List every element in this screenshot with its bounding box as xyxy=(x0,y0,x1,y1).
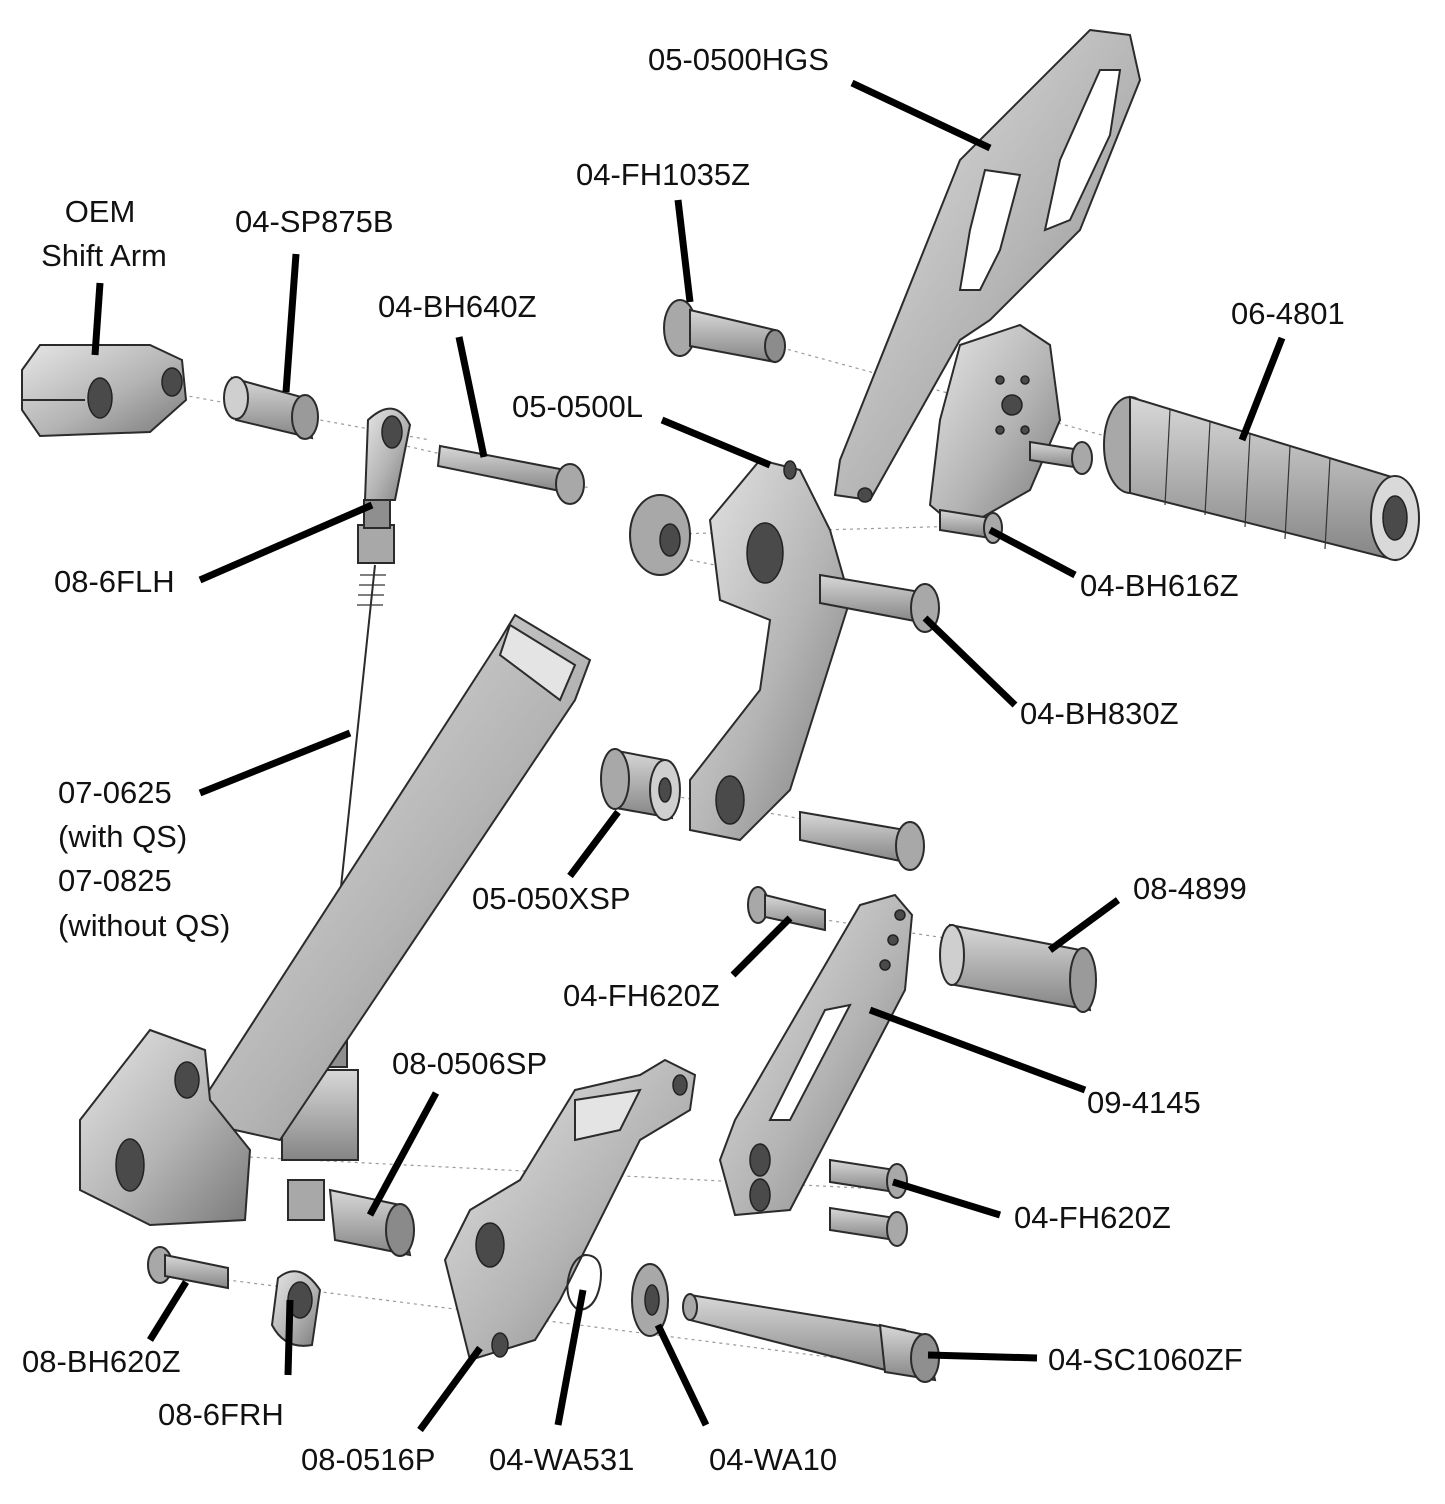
label-fh620z-top: 04-FH620Z xyxy=(563,978,720,1013)
bolt-lower-pedal-part xyxy=(799,810,925,871)
bolt-sc1060zf-part xyxy=(682,1293,940,1383)
oem-shift-arm-part xyxy=(21,344,188,438)
label-sp875b: 04-SP875B xyxy=(235,204,394,239)
footpeg-part xyxy=(1029,395,1420,562)
label-rod-line3: 07-0825 xyxy=(58,863,172,898)
leader-bh620z xyxy=(147,1280,189,1342)
label-4899: 08-4899 xyxy=(1133,871,1247,906)
leader-sc1060zf xyxy=(927,1351,1038,1362)
spacer-0506sp-part xyxy=(328,1188,415,1257)
label-4801: 06-4801 xyxy=(1231,296,1345,331)
label-fh620z-bottom: 04-FH620Z xyxy=(1014,1200,1171,1235)
label-rod-line4: (without QS) xyxy=(58,908,230,943)
label-oem-line1: OEM xyxy=(65,194,136,229)
bolt-fh1035z-part xyxy=(663,299,786,364)
pedal-0500l-part xyxy=(689,458,852,842)
leader-0516p xyxy=(417,1345,483,1433)
leader-oem xyxy=(91,282,104,356)
spacer-pivot-part xyxy=(629,494,691,576)
leader-0500l xyxy=(660,416,772,469)
part-labels: OEM Shift Arm 04-SP875B 04-BH640Z 04-FH1… xyxy=(22,42,1345,1477)
leader-fh620z-bottom xyxy=(891,1178,1002,1219)
leader-4899 xyxy=(1047,897,1121,953)
leader-sp875b xyxy=(282,253,300,393)
heel-guard-part xyxy=(833,28,1142,532)
bolts-fh620z-bottom-part xyxy=(829,1158,908,1247)
label-bh640z: 04-BH640Z xyxy=(378,289,537,324)
label-hgs: 05-0500HGS xyxy=(648,42,829,77)
label-frh: 08-6FRH xyxy=(158,1397,284,1432)
bracket-0516p-part xyxy=(443,1058,697,1362)
bolt-bh616z-part xyxy=(939,508,1003,544)
label-bh620z: 08-BH620Z xyxy=(22,1344,181,1379)
spacer-050xsp-part xyxy=(600,748,681,821)
leader-frh xyxy=(284,1299,294,1376)
spacer-sp875b-part xyxy=(223,376,319,440)
leader-0506sp xyxy=(366,1091,440,1217)
leader-4145 xyxy=(868,1006,1087,1094)
label-rod-line2: (with QS) xyxy=(58,819,187,854)
label-wa531: 04-WA531 xyxy=(489,1442,634,1477)
leader-wa10 xyxy=(654,1323,710,1427)
label-wa10: 04-WA10 xyxy=(709,1442,837,1477)
link-plate-4145-part xyxy=(718,893,914,1217)
label-0506sp: 08-0506SP xyxy=(392,1046,547,1081)
bolt-bh640z-part xyxy=(436,444,585,505)
label-bh616z: 04-BH616Z xyxy=(1080,568,1239,603)
leader-lines xyxy=(91,79,1286,1433)
label-fh1035z: 04-FH1035Z xyxy=(576,157,750,192)
label-rod-line1: 07-0625 xyxy=(58,775,172,810)
spacer-4899-part xyxy=(939,923,1097,1013)
leader-wa531 xyxy=(554,1289,587,1426)
label-flh: 08-6FLH xyxy=(54,564,175,599)
leader-4801 xyxy=(1238,336,1286,442)
leader-xsp xyxy=(567,809,621,879)
label-0500l: 05-0500L xyxy=(512,389,643,424)
label-bh830z: 04-BH830Z xyxy=(1020,696,1179,731)
bolt-fh620z-top-part xyxy=(747,886,826,932)
leader-bh616z xyxy=(988,526,1077,579)
leader-hgs xyxy=(850,79,992,152)
label-0516p: 08-0516P xyxy=(301,1442,435,1477)
leader-rod xyxy=(198,729,352,797)
shift-lever-arm-part xyxy=(79,613,592,1227)
leader-bh640z xyxy=(455,336,488,458)
label-oem-line2: Shift Arm xyxy=(41,238,167,273)
leader-bh830z xyxy=(922,615,1018,708)
leader-fh620z-top xyxy=(730,915,793,978)
leader-flh xyxy=(198,501,374,584)
leader-fh1035z xyxy=(674,199,694,303)
label-sc1060zf: 04-SC1060ZF xyxy=(1048,1342,1243,1377)
washer-wa10-part xyxy=(631,1263,669,1337)
bolt-bh620z-part xyxy=(147,1246,229,1290)
label-4145: 09-4145 xyxy=(1087,1085,1201,1120)
label-xsp: 05-050XSP xyxy=(472,881,631,916)
